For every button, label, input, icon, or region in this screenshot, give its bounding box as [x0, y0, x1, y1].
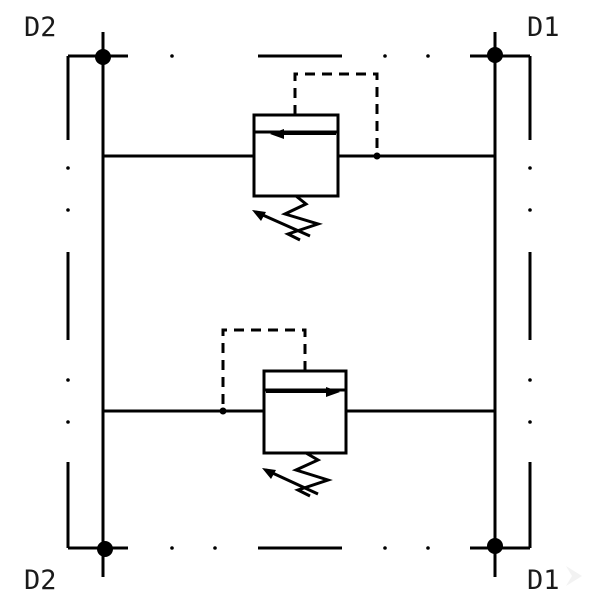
adjustable-spring-icon — [252, 194, 323, 242]
junction-dot-bottom-right — [487, 538, 503, 554]
junction-dot-top-left — [95, 49, 111, 65]
junction-dot-bottom-left — [97, 541, 113, 557]
pressure-relief-valve-icon — [262, 369, 348, 455]
port-label-bottom-left: D2 — [24, 565, 57, 596]
adjustable-spring-icon — [262, 451, 333, 498]
port-label-bottom-right: D1 — [527, 565, 560, 596]
relief-valve-lower — [103, 328, 495, 498]
relief-valve-upper — [103, 72, 495, 242]
pressure-relief-valve-icon — [252, 113, 340, 198]
junction-dot-top-right — [487, 47, 503, 63]
port-label-top-left: D2 — [24, 12, 57, 43]
port-label-top-right: D1 — [527, 12, 560, 43]
chevron-logo-icon — [566, 566, 582, 586]
enclosure-boundary — [66, 54, 532, 550]
